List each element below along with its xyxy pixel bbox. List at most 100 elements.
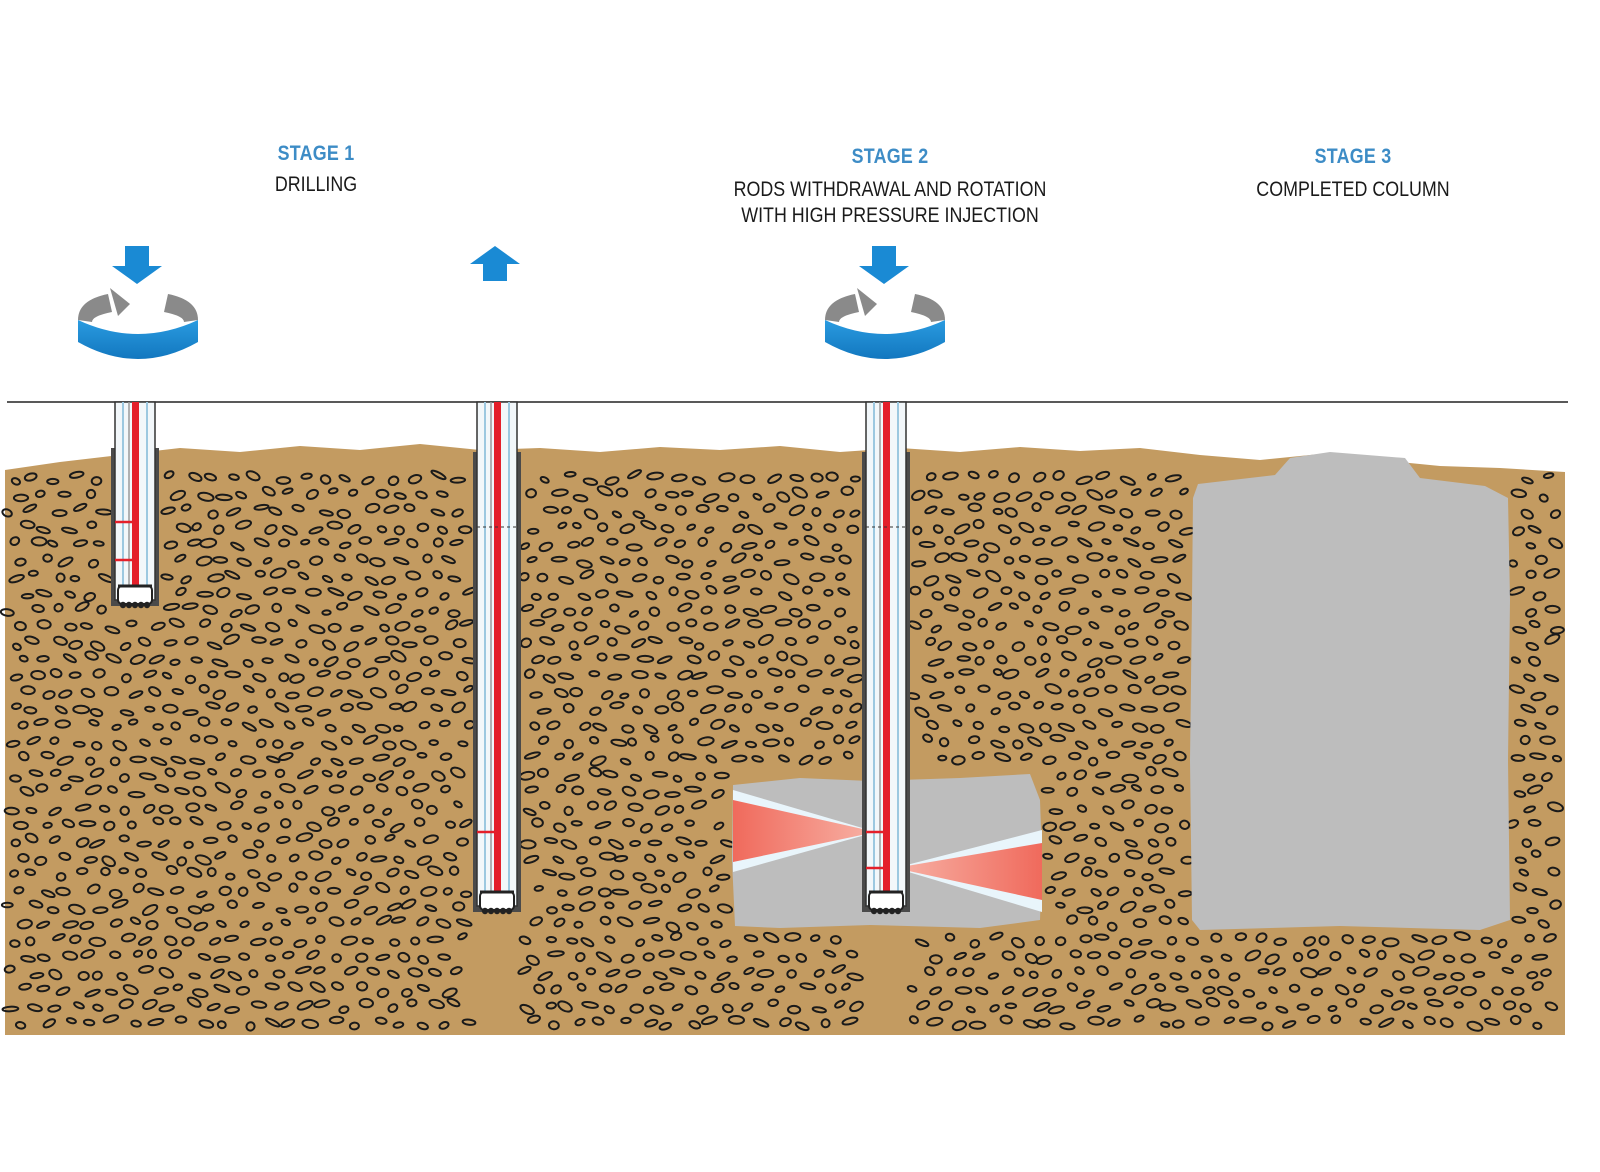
pebble: [989, 1004, 1000, 1013]
pebble: [1082, 637, 1093, 646]
pebble: [1087, 915, 1099, 926]
pebble: [281, 587, 297, 595]
pebble: [1161, 767, 1179, 778]
pebble: [711, 789, 725, 799]
pebble: [76, 867, 89, 876]
pebble: [724, 604, 737, 614]
pebble: [842, 656, 861, 666]
pebble: [1124, 839, 1138, 848]
pebble: [375, 953, 391, 962]
pebble: [710, 920, 723, 929]
pebble: [84, 988, 101, 998]
pebble: [46, 539, 59, 548]
pebble: [1056, 771, 1067, 781]
pebble: [160, 506, 176, 515]
pebble: [284, 653, 300, 664]
pebble: [1087, 1015, 1105, 1026]
pebble: [439, 752, 453, 761]
pebble: [671, 733, 684, 744]
pebble: [269, 936, 283, 946]
pebble: [1107, 951, 1121, 960]
pebble: [413, 817, 426, 827]
pebble: [531, 654, 546, 665]
pebble: [1055, 505, 1071, 515]
pebble: [151, 851, 168, 861]
pebble: [47, 1004, 62, 1013]
pebble: [728, 724, 740, 733]
pebble: [644, 488, 657, 499]
pebble: [1399, 986, 1415, 994]
pebble: [678, 636, 694, 645]
pebble: [1123, 638, 1139, 648]
pebble: [722, 639, 734, 647]
pebble: [546, 720, 561, 731]
pebble: [54, 705, 68, 715]
pebble: [665, 554, 680, 565]
pebble: [536, 767, 549, 778]
pebble: [647, 635, 663, 645]
pebble: [697, 736, 715, 747]
pebble: [171, 688, 184, 696]
pebble: [677, 602, 693, 613]
pebble: [212, 556, 229, 564]
pebble: [1097, 738, 1108, 747]
pebble: [36, 984, 51, 993]
pebble: [758, 656, 769, 664]
pebble: [229, 608, 243, 619]
pebble: [615, 487, 629, 498]
pebble: [292, 799, 303, 810]
pebble: [968, 1020, 987, 1030]
pebble: [1534, 721, 1547, 730]
pebble: [579, 721, 592, 731]
pebble: [1381, 937, 1400, 948]
pebble: [539, 476, 550, 484]
pebble: [554, 752, 565, 761]
pebble: [695, 504, 710, 513]
pebble: [790, 654, 808, 666]
pebble: [713, 821, 725, 831]
pebble: [1547, 801, 1564, 813]
pebble: [644, 1018, 659, 1028]
pebble: [789, 473, 804, 483]
pebble: [1173, 750, 1187, 762]
pebble: [1042, 755, 1057, 766]
pebble: [943, 671, 955, 679]
pebble: [660, 823, 674, 833]
pebble: [287, 981, 303, 993]
pebble: [265, 688, 276, 699]
pebble: [671, 1003, 684, 1012]
pebble: [628, 610, 640, 618]
pebble: [1540, 968, 1552, 977]
pebble: [724, 618, 741, 629]
pebble: [432, 570, 443, 580]
pebble: [629, 1003, 644, 1014]
pebble: [1173, 620, 1189, 631]
pebble: [644, 853, 657, 864]
pebble: [620, 953, 635, 964]
pebble: [622, 817, 635, 828]
pebble: [523, 668, 536, 679]
pebble: [1530, 691, 1547, 702]
pebble: [118, 834, 130, 843]
pebble: [53, 602, 64, 613]
pebble: [127, 790, 146, 799]
pebble: [1177, 890, 1193, 898]
pebble: [338, 1005, 350, 1015]
pebble: [89, 708, 104, 718]
pebble: [64, 622, 78, 632]
pebble: [1134, 586, 1150, 595]
pebble: [710, 982, 725, 994]
pebble: [1119, 937, 1133, 948]
pebble: [716, 873, 731, 881]
pebble: [369, 686, 387, 699]
pebble: [1255, 1001, 1267, 1010]
pebble: [570, 653, 582, 661]
pebble: [1102, 805, 1115, 815]
pebble: [555, 783, 567, 794]
pebble: [1145, 765, 1157, 777]
pebble: [25, 806, 38, 815]
pebble: [983, 639, 995, 650]
pebble: [10, 838, 21, 848]
pebble: [321, 574, 334, 584]
pebble: [318, 839, 333, 849]
